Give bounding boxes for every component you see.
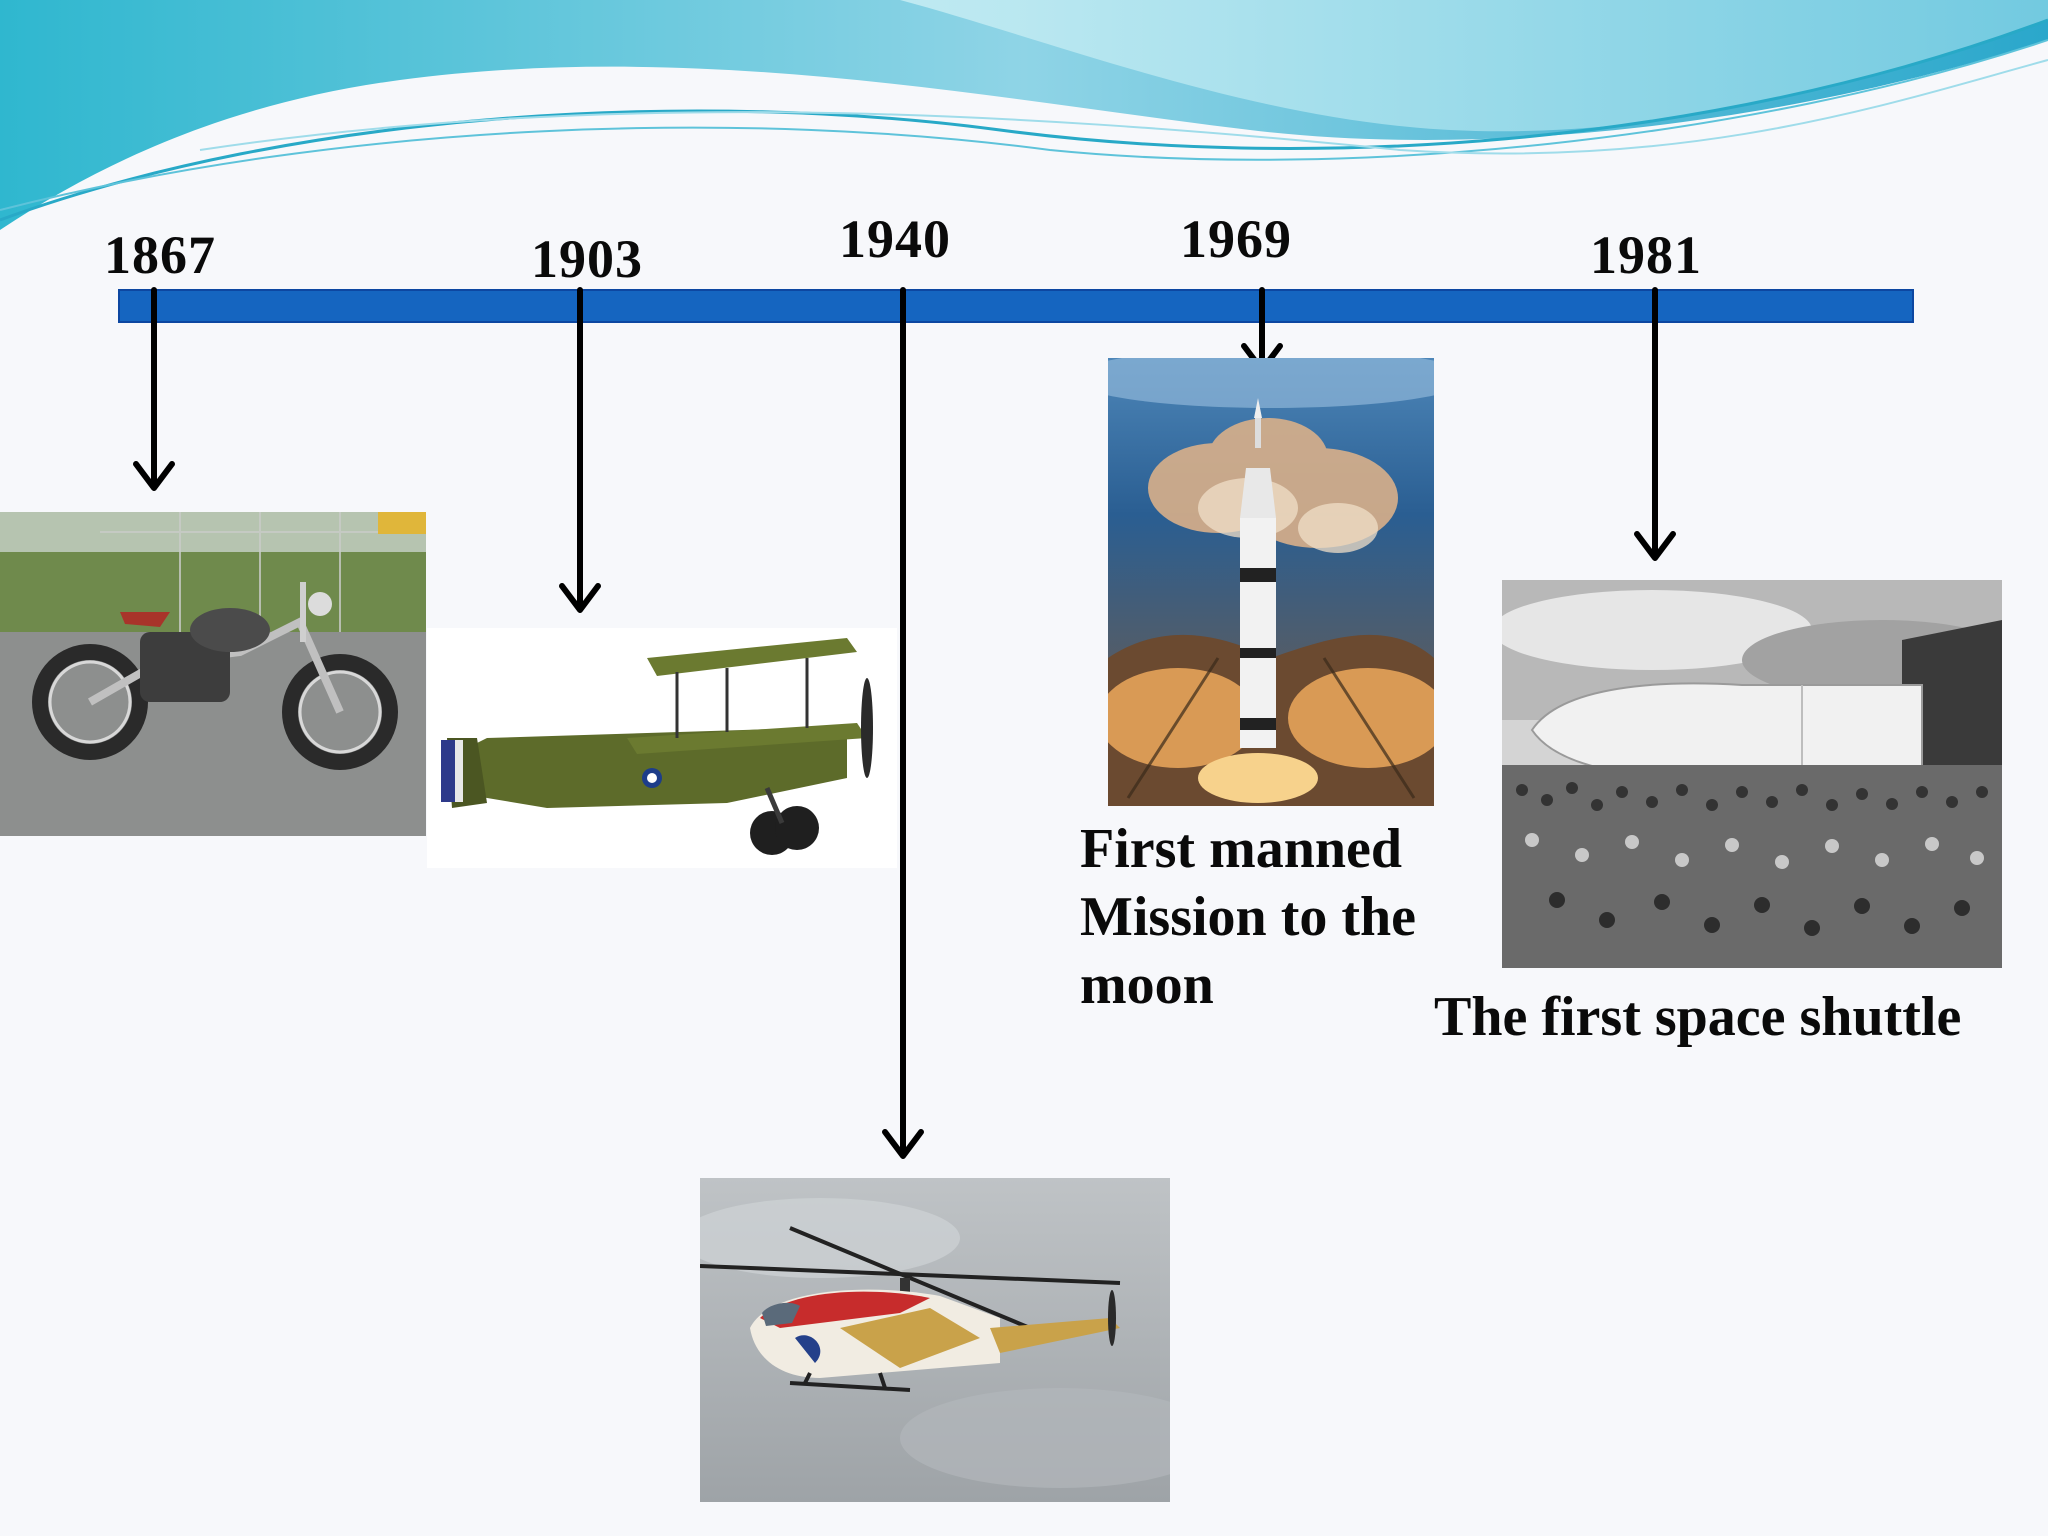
timeline-bar <box>118 289 1914 323</box>
helicopter-photo <box>700 1178 1170 1502</box>
year-label-1903: 1903 <box>531 229 643 289</box>
biplane-photo <box>427 628 897 868</box>
year-label-1969: 1969 <box>1180 209 1292 269</box>
arrow-1981 <box>1634 287 1676 561</box>
caption-moon-mission: First manned Mission to the moon <box>1080 818 1416 1016</box>
year-label-1867: 1867 <box>104 225 216 285</box>
space-shuttle-tank-photo <box>1502 580 2002 968</box>
arrow-1903 <box>559 287 601 613</box>
caption-space-shuttle: The first space shuttle <box>1434 986 1962 1048</box>
year-label-1940: 1940 <box>839 209 951 269</box>
year-label-1981: 1981 <box>1590 225 1702 285</box>
rocket-launch-photo <box>1108 358 1434 806</box>
header-wave-decoration <box>0 0 2048 230</box>
motorcycle-photo <box>0 512 426 836</box>
